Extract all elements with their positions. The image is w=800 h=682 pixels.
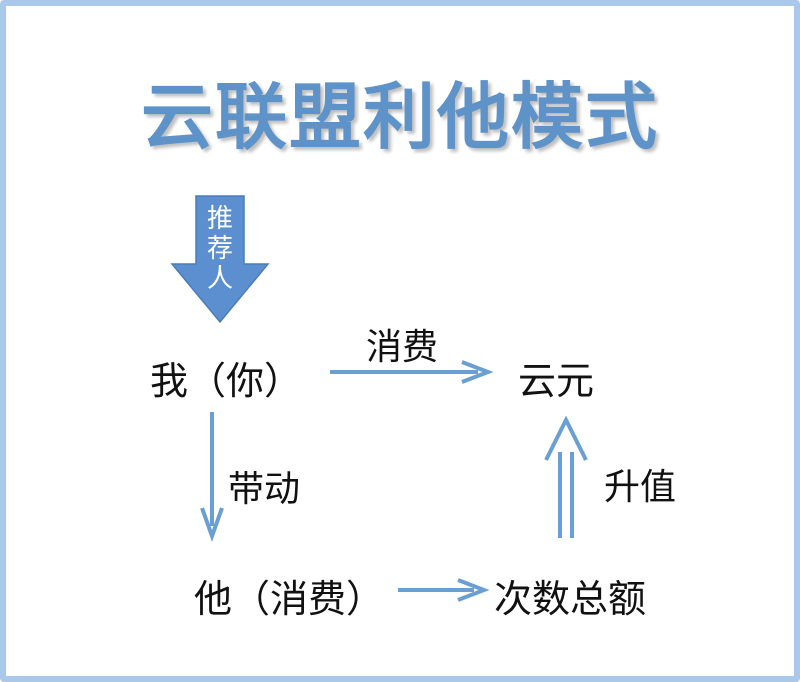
node-him: 他（消费） xyxy=(194,577,385,621)
diagram-title: 云联盟利他模式 xyxy=(140,75,659,159)
node-total: 次数总额 xyxy=(494,577,647,621)
edge-label-drive: 带动 xyxy=(228,469,301,510)
recommender-label: 推荐人 xyxy=(206,204,233,294)
arrow-appreciate xyxy=(544,415,588,538)
edge-label-consume: 消费 xyxy=(366,327,439,368)
edge-label-appreciate: 升值 xyxy=(604,467,677,508)
node-me: 我（你） xyxy=(150,359,303,403)
recommender-arrow-icon xyxy=(170,195,270,324)
arrow-consume xyxy=(330,360,494,384)
arrow-him-total xyxy=(398,578,490,602)
node-yunyuan: 云元 xyxy=(518,359,595,403)
arrow-drive xyxy=(200,412,224,542)
